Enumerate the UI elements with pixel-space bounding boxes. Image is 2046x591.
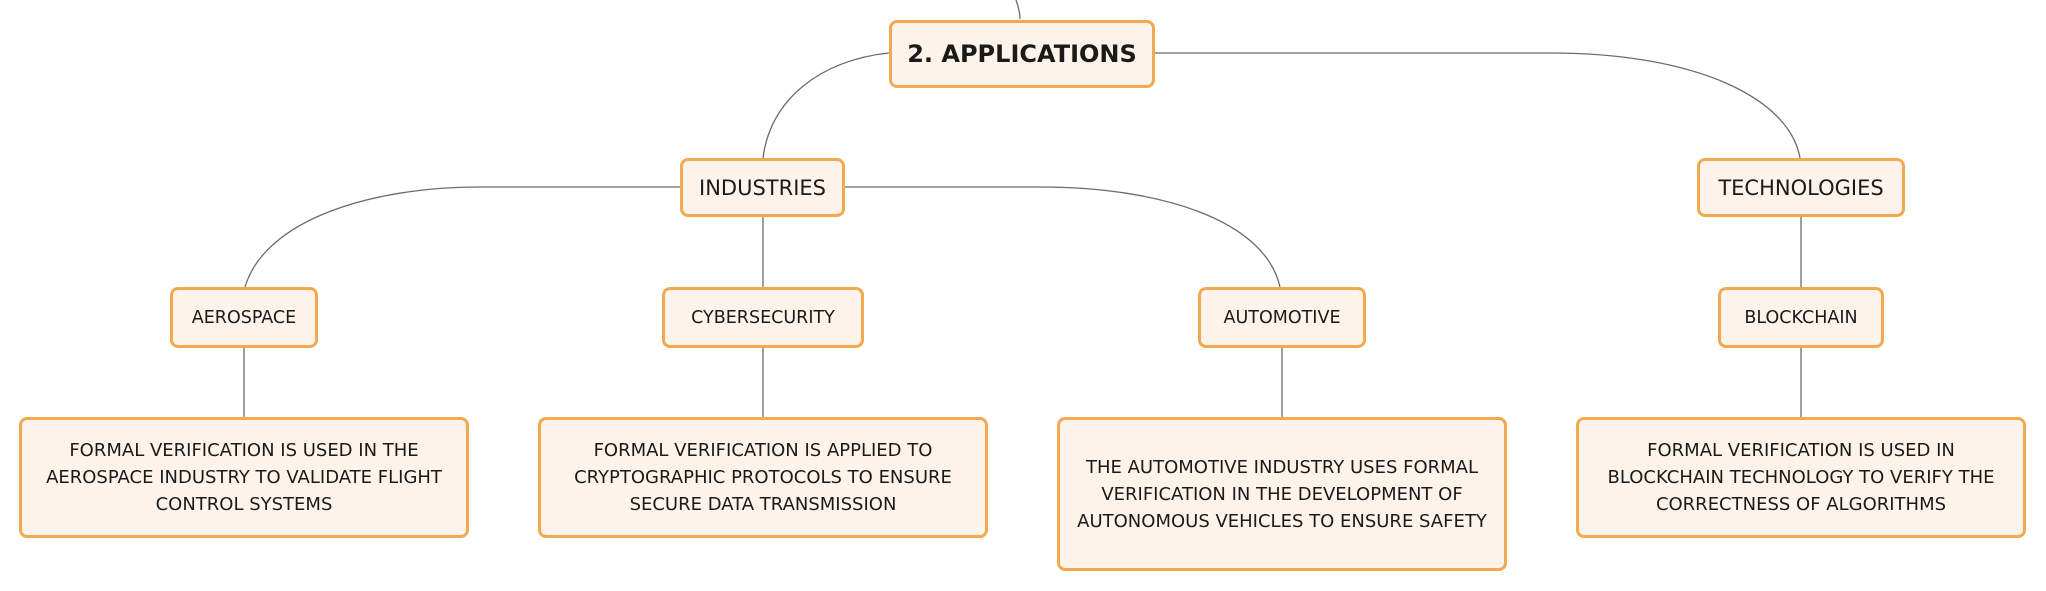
detail-aerospace-text: FORMAL VERIFICATION IS USED IN THE AEROS… (46, 440, 442, 515)
node-cybersecurity-label: CYBERSECURITY (691, 307, 835, 328)
node-blockchain[interactable]: BLOCKCHAIN (1718, 287, 1884, 348)
root-node-label: 2. APPLICATIONS (907, 40, 1137, 68)
connector-industries-to-automotive (845, 186, 1281, 288)
node-blockchain-label: BLOCKCHAIN (1744, 307, 1858, 328)
node-industries[interactable]: INDUSTRIES (680, 158, 845, 217)
node-automotive-label: AUTOMOTIVE (1223, 307, 1341, 328)
node-aerospace[interactable]: AEROSPACE (170, 287, 318, 348)
connector-root-to-industries (762, 52, 890, 159)
node-automotive[interactable]: AUTOMOTIVE (1198, 287, 1366, 348)
detail-blockchain-text: FORMAL VERIFICATION IS USED IN BLOCKCHAI… (1607, 440, 1995, 515)
detail-blockchain[interactable]: FORMAL VERIFICATION IS USED IN BLOCKCHAI… (1576, 417, 2026, 538)
detail-cybersecurity[interactable]: FORMAL VERIFICATION IS APPLIED TO CRYPTO… (538, 417, 988, 538)
node-industries-label: INDUSTRIES (699, 175, 826, 200)
node-technologies[interactable]: TECHNOLOGIES (1697, 158, 1905, 217)
detail-aerospace[interactable]: FORMAL VERIFICATION IS USED IN THE AEROS… (19, 417, 469, 538)
node-cybersecurity[interactable]: CYBERSECURITY (662, 287, 864, 348)
connector-root-to-technologies (1155, 52, 1801, 159)
connector-parent-to-root (1015, 0, 1021, 20)
node-aerospace-label: AEROSPACE (191, 307, 297, 328)
detail-automotive[interactable]: THE AUTOMOTIVE INDUSTRY USES FORMAL VERI… (1057, 417, 1507, 571)
root-node-applications[interactable]: 2. APPLICATIONS (889, 20, 1155, 88)
connector-industries-to-aerospace (244, 186, 680, 288)
detail-automotive-text: THE AUTOMOTIVE INDUSTRY USES FORMAL VERI… (1077, 456, 1487, 532)
node-technologies-label: TECHNOLOGIES (1718, 175, 1884, 200)
detail-cybersecurity-text: FORMAL VERIFICATION IS APPLIED TO CRYPTO… (574, 440, 952, 515)
